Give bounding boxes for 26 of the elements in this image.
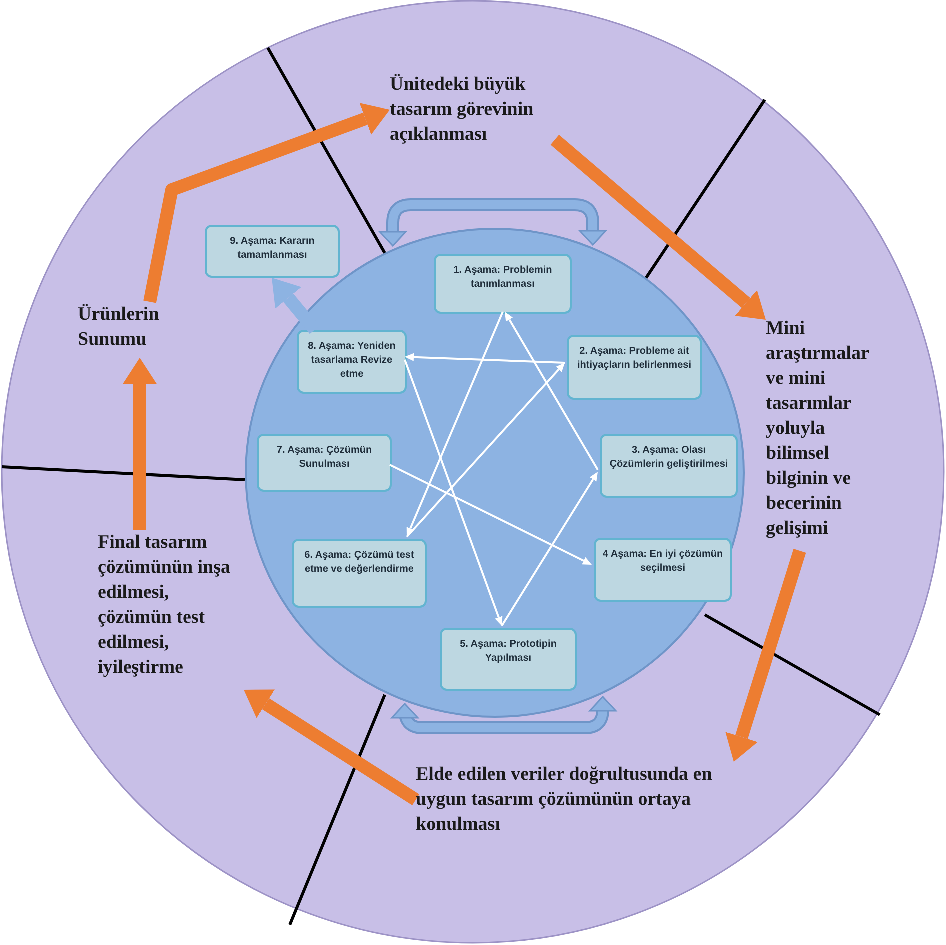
arrow <box>405 353 566 364</box>
arrow <box>123 358 157 530</box>
stage-box: 9. Aşama: Kararın tamamlanması <box>205 225 340 278</box>
arrow <box>390 464 592 565</box>
stage-box: 6. Aşama: Çözümü test etme ve değerlendirme <box>292 539 427 608</box>
stage-box: 5. Aşama: Prototipin Yapılması <box>440 628 577 691</box>
stage-box: 8. Aşama: Yeniden tasarlama Revize etme <box>297 330 407 394</box>
arrow <box>144 103 390 304</box>
arrow <box>244 690 420 806</box>
phase-label: Elde edilen veriler doğrultusunda en uygun tasarım çözümünün ortaya konulması <box>416 762 734 842</box>
phase-label: Ünitedeki büyük tasarım görevinin açıklanması <box>390 72 555 152</box>
phase-label: Ürünlerin Sunumu <box>78 302 188 358</box>
phase-label: Mini araştırmalar ve mini tasarımlar yoluyla bilimsel bilginin ve becerinin gelişimi <box>766 316 891 551</box>
stage-box: 7. Aşama: Çözümün Sunulması <box>257 434 392 492</box>
arrow <box>406 363 565 538</box>
arrow <box>406 312 504 537</box>
phase-label: Final tasarım çözümünün inşa edilmesi, çözümün test edilmesi, iyileştirme <box>98 530 244 690</box>
stage-box: 4 Aşama: En iyi çözümün seçilmesi <box>594 538 732 602</box>
arrow <box>726 549 806 762</box>
arrow <box>404 360 503 626</box>
arrow <box>501 472 598 627</box>
stage-box: 2. Aşama: Probleme ait ihtiyaçların belirlenmesi <box>567 335 702 400</box>
arrow <box>505 312 599 470</box>
arrow <box>550 135 766 320</box>
stage-box: 3. Aşama: Olası Çözümlerin geliştirilmesi <box>600 434 738 498</box>
stage-box: 1. Aşama: Problemin tanımlanması <box>434 254 572 314</box>
